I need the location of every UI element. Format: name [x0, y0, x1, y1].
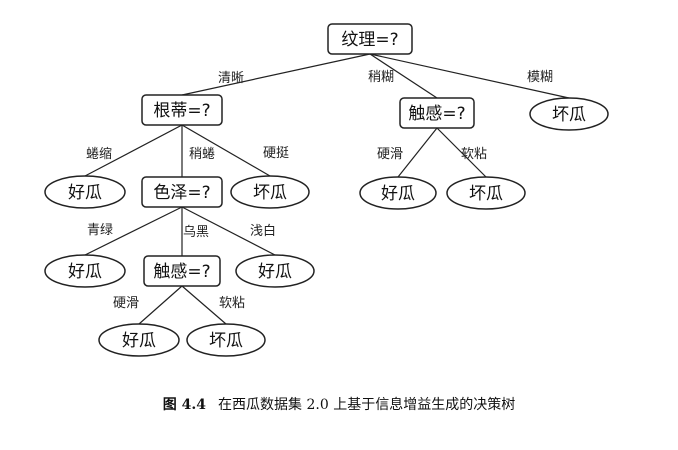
decision-node-label: 纹理=? — [341, 30, 398, 50]
edge-label: 青绿 — [87, 223, 113, 238]
figure-caption: 图 4.4 在西瓜数据集 2.0 上基于信息增益生成的决策树 — [0, 394, 678, 414]
leaf-node-ellipse — [230, 175, 310, 209]
edge-label: 乌黑 — [183, 224, 209, 240]
leaf-node-ellipse — [98, 323, 180, 357]
tree-edge-root-to-chugan1 — [369, 53, 438, 99]
leaf-node-label: 好瓜 — [68, 262, 102, 282]
edge-label: 软粘 — [461, 147, 487, 162]
edge-label: 清晰 — [218, 71, 244, 86]
figure-number: 图 4.4 — [162, 397, 207, 413]
leaf-node-ellipse — [235, 254, 315, 288]
leaf-node-ellipse — [186, 323, 266, 357]
decision-node-label: 根蒂=? — [153, 101, 210, 121]
decision-node-box — [143, 255, 221, 287]
tree-edge-seze-to-leaf_qinglv — [84, 206, 183, 256]
tree-edge-root-to-gendi — [181, 53, 371, 96]
edge-label: 硬挺 — [263, 146, 289, 161]
tree-edge-seze-to-leaf_qianbai — [181, 206, 276, 256]
leaf-node-label: 坏瓜 — [209, 331, 243, 351]
edge-label: 浅白 — [250, 223, 276, 239]
figure-caption-text: 在西瓜数据集 2.0 上基于信息增益生成的决策树 — [218, 397, 516, 413]
edge-label: 蜷缩 — [86, 146, 112, 162]
edge-label: 软粘 — [219, 296, 245, 311]
tree-edge-chugan2-to-leaf_ruannian2 — [181, 285, 227, 325]
leaf-node-ellipse — [44, 254, 126, 288]
edge-label: 硬滑 — [113, 296, 139, 311]
decision-node-box — [141, 176, 223, 208]
leaf-node-label: 坏瓜 — [253, 183, 287, 203]
leaf-node-label: 好瓜 — [122, 331, 156, 351]
tree-edges — [84, 53, 570, 325]
tree-edge-gendi-to-leaf_quansuo — [84, 124, 183, 177]
tree-edge-chugan2-to-leaf_yinghua2 — [138, 285, 183, 325]
edge-label: 模糊 — [527, 69, 553, 85]
tree-edge-chugan1-to-leaf_ruannian1 — [436, 127, 487, 178]
decision-node-box — [399, 97, 475, 129]
leaf-node-label: 好瓜 — [258, 262, 292, 282]
leaf-node-label: 好瓜 — [381, 184, 415, 204]
edge-label: 稍糊 — [368, 69, 394, 85]
edge-label: 稍蜷 — [189, 147, 215, 162]
leaf-node-label: 坏瓜 — [552, 105, 586, 125]
decision-node-label: 触感=? — [408, 104, 465, 124]
tree-nodes: 纹理=?根蒂=?触感=?坏瓜好瓜色泽=?坏瓜好瓜坏瓜好瓜触感=?好瓜好瓜坏瓜 — [44, 23, 609, 357]
leaf-node-ellipse — [446, 176, 526, 210]
tree-edge-chugan1-to-leaf_yinghua1 — [397, 127, 438, 178]
leaf-node-ellipse — [359, 176, 437, 210]
decision-node-box — [327, 23, 413, 55]
tree-edge-root-to-leaf_mohu — [369, 53, 570, 99]
leaf-node-label: 好瓜 — [68, 183, 102, 203]
decision-node-label: 色泽=? — [153, 183, 210, 203]
tree-edge-gendi-to-leaf_yingting — [181, 124, 271, 177]
leaf-node-label: 坏瓜 — [469, 184, 503, 204]
decision-node-box — [141, 94, 223, 126]
tree-edge-labels: 清晰稍糊模糊蜷缩稍蜷硬挺硬滑软粘青绿乌黑浅白硬滑软粘 — [86, 69, 553, 311]
edge-label: 硬滑 — [377, 147, 403, 162]
decision-node-label: 触感=? — [153, 262, 210, 282]
leaf-node-ellipse — [44, 175, 126, 209]
leaf-node-ellipse — [529, 97, 609, 131]
